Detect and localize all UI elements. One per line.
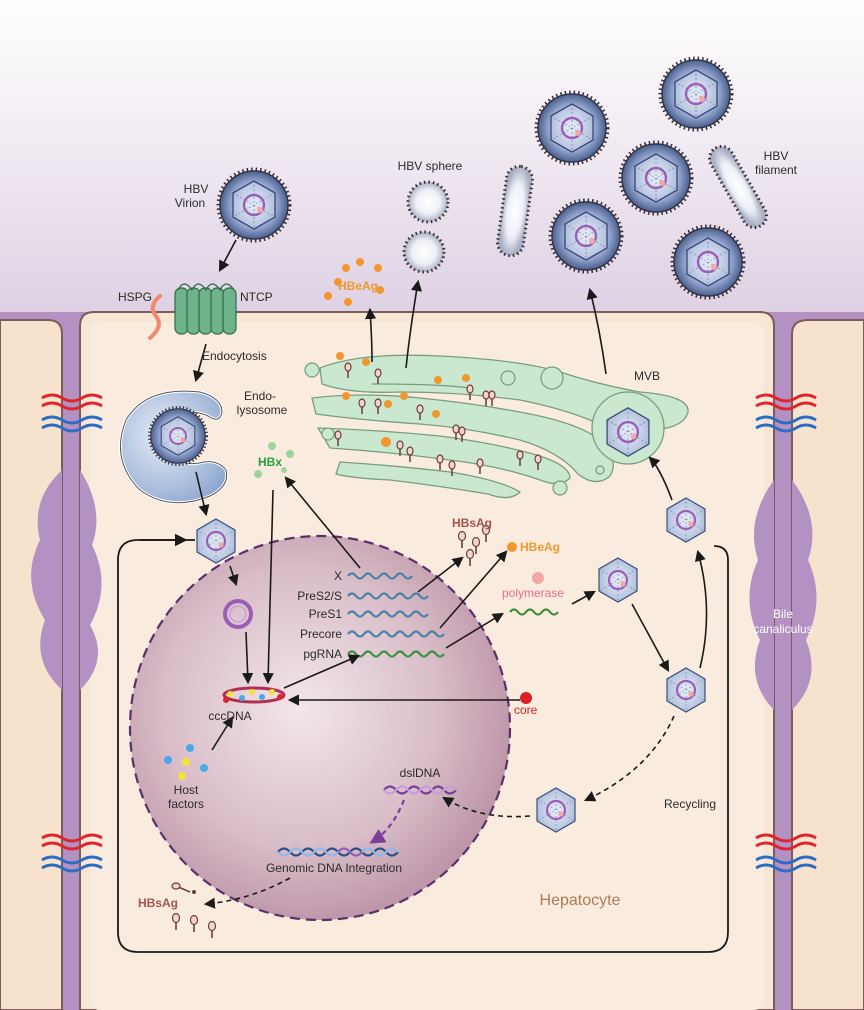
- endolysosome-label-1: Endo-: [244, 389, 276, 403]
- polymerase-dot: [532, 572, 544, 584]
- hbeag-top-label: HBeAg: [338, 279, 378, 293]
- endolysosome: [118, 389, 229, 505]
- cccdna-molecule: [222, 686, 286, 704]
- hbv-sphere-2: [402, 230, 446, 274]
- hepatocyte-label: Hepatocyte: [540, 892, 621, 909]
- genomic-dna: [277, 847, 399, 857]
- x-transcript: [347, 572, 413, 580]
- genomic-integration-label: Genomic DNA Integration: [266, 861, 402, 875]
- host-factors-label-2: factors: [168, 797, 204, 811]
- pgrna-transcript: [347, 650, 445, 658]
- x-label: X: [334, 569, 342, 583]
- hbeag-mid-dot: [507, 542, 517, 552]
- hbeag-mid-label: HBeAg: [520, 540, 560, 554]
- hbv-filament-1: [496, 164, 534, 258]
- ntcp-label: NTCP: [240, 290, 273, 304]
- mvb-label: MVB: [634, 369, 660, 383]
- hbsag-bottom-label: HBsAg: [138, 896, 178, 910]
- hbv-filament-label-2: filament: [755, 163, 798, 177]
- hbsag-mid-label: HBsAg: [452, 516, 492, 530]
- pgrna-cytoplasm: [509, 608, 559, 616]
- hbsag-bottom-group: [171, 882, 217, 939]
- tight-junction-left-upper: [41, 393, 103, 433]
- hbx-label: HBx: [258, 455, 282, 469]
- dsldna-molecule: [383, 785, 457, 795]
- hbv-virion-label-2: Virion: [175, 196, 205, 210]
- tight-junction-right-lower: [755, 833, 817, 873]
- rcdna-ring: [223, 599, 253, 629]
- hbv-filament-label-1: HBV: [764, 149, 789, 163]
- recycling-label: Recycling: [664, 797, 716, 811]
- endocytosis-label: Endocytosis: [202, 349, 267, 363]
- cccdna-label: cccDNA: [208, 709, 251, 723]
- pres2s-transcript: [347, 592, 429, 600]
- ntcp-receptor: [174, 283, 237, 335]
- bile-canaliculus-label-1: Bile: [773, 607, 793, 621]
- polymerase-label: polymerase: [502, 586, 564, 600]
- precore-transcript: [347, 630, 445, 638]
- precore-label: Precore: [300, 627, 342, 641]
- pres1-label: PreS1: [309, 607, 343, 621]
- pgrna-label: pgRNA: [303, 647, 342, 661]
- dsldna-label: dslDNA: [400, 766, 441, 780]
- hbv-sphere-label: HBV sphere: [398, 159, 463, 173]
- hspg-label: HSPG: [118, 290, 152, 304]
- hspg: [148, 294, 162, 340]
- hbv-filament-2: [708, 144, 768, 230]
- tight-junction-right-upper: [755, 393, 817, 433]
- hbv-virion-label-1: HBV: [184, 182, 209, 196]
- pres2s-label: PreS2/S: [297, 589, 342, 603]
- endolysosome-label-2: lysosome: [237, 403, 288, 417]
- hbv-sphere-1: [406, 180, 450, 224]
- tight-junction-left-lower: [41, 833, 103, 873]
- host-factors-label-1: Host: [174, 783, 199, 797]
- core-dot: [520, 692, 532, 704]
- bile-canaliculus-label-2: canaliculus: [753, 622, 812, 636]
- host-factors-dots: [164, 744, 208, 780]
- core-label: core: [514, 703, 538, 717]
- pres1-transcript: [347, 610, 429, 618]
